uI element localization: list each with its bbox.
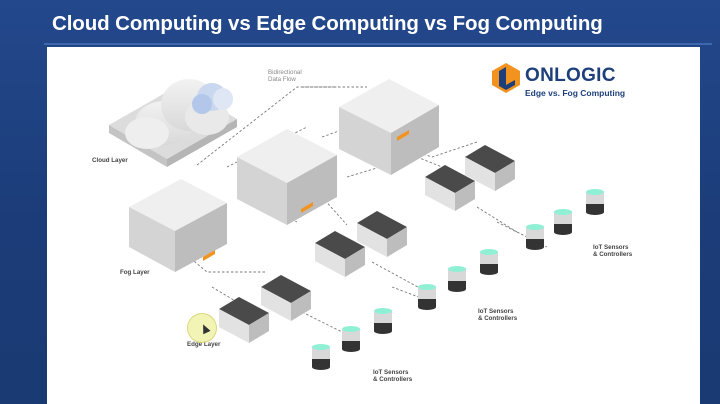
- flow-label-line1: Bidirectional: [268, 69, 302, 76]
- logo-tagline: Edge vs. Fog Computing: [525, 88, 626, 98]
- flow-label-line2: Data Flow: [268, 76, 296, 83]
- edge-devices-center: [315, 211, 407, 277]
- edge-devices-bottom-left: [219, 275, 311, 343]
- edge-layer-label: Edge Layer: [187, 341, 221, 348]
- iot-label-center-line1: IoT Sensors: [478, 308, 514, 315]
- cursor-highlight: [187, 313, 217, 343]
- iot-sensors-bottom: [312, 308, 392, 370]
- fog-layer-label: Fog Layer: [120, 269, 150, 276]
- title-divider: [44, 43, 712, 45]
- edge-devices-top-right: [425, 145, 515, 211]
- cloud-layer-label: Cloud Layer: [92, 157, 128, 164]
- slide-title: Cloud Computing vs Edge Computing vs Fog…: [52, 12, 603, 35]
- fog-server-center: [237, 129, 337, 225]
- iot-sensors-center: [418, 249, 498, 310]
- iot-sensors-right: [526, 189, 604, 250]
- iot-label-right-line2: & Controllers: [593, 251, 633, 258]
- fog-server-left: [129, 179, 227, 272]
- architecture-diagram: [109, 79, 604, 370]
- logo-brand: ONLOGIC: [525, 65, 616, 86]
- cloud-icon: [109, 79, 237, 167]
- onlogic-logo: ONLOGIC Edge vs. Fog Computing: [489, 61, 639, 101]
- iot-label-bottom-line2: & Controllers: [373, 376, 413, 383]
- diagram-canvas: ONLOGIC Edge vs. Fog Computing Bidirecti…: [47, 47, 700, 404]
- iot-label-bottom-line1: IoT Sensors: [373, 369, 409, 376]
- iot-label-right-line1: IoT Sensors: [593, 244, 629, 251]
- onlogic-logo-mark: [492, 63, 520, 93]
- fog-server-right: [339, 79, 439, 175]
- iot-label-center-line2: & Controllers: [478, 315, 518, 322]
